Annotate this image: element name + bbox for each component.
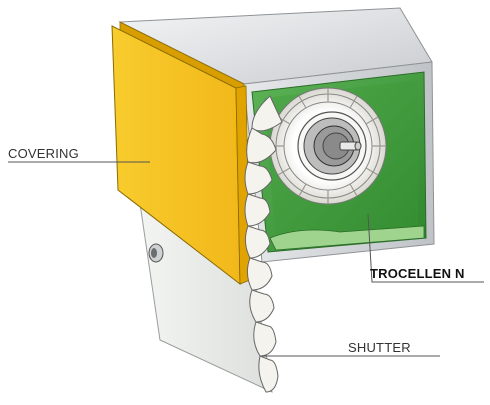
trocellen-label: TROCELLEN N (370, 266, 465, 281)
shutter-label: SHUTTER (348, 340, 411, 355)
shutter-roll (269, 87, 387, 205)
shutter-slats (244, 95, 283, 393)
covering-label: COVERING (8, 146, 79, 161)
trocellen-leader-line (367, 213, 484, 283)
